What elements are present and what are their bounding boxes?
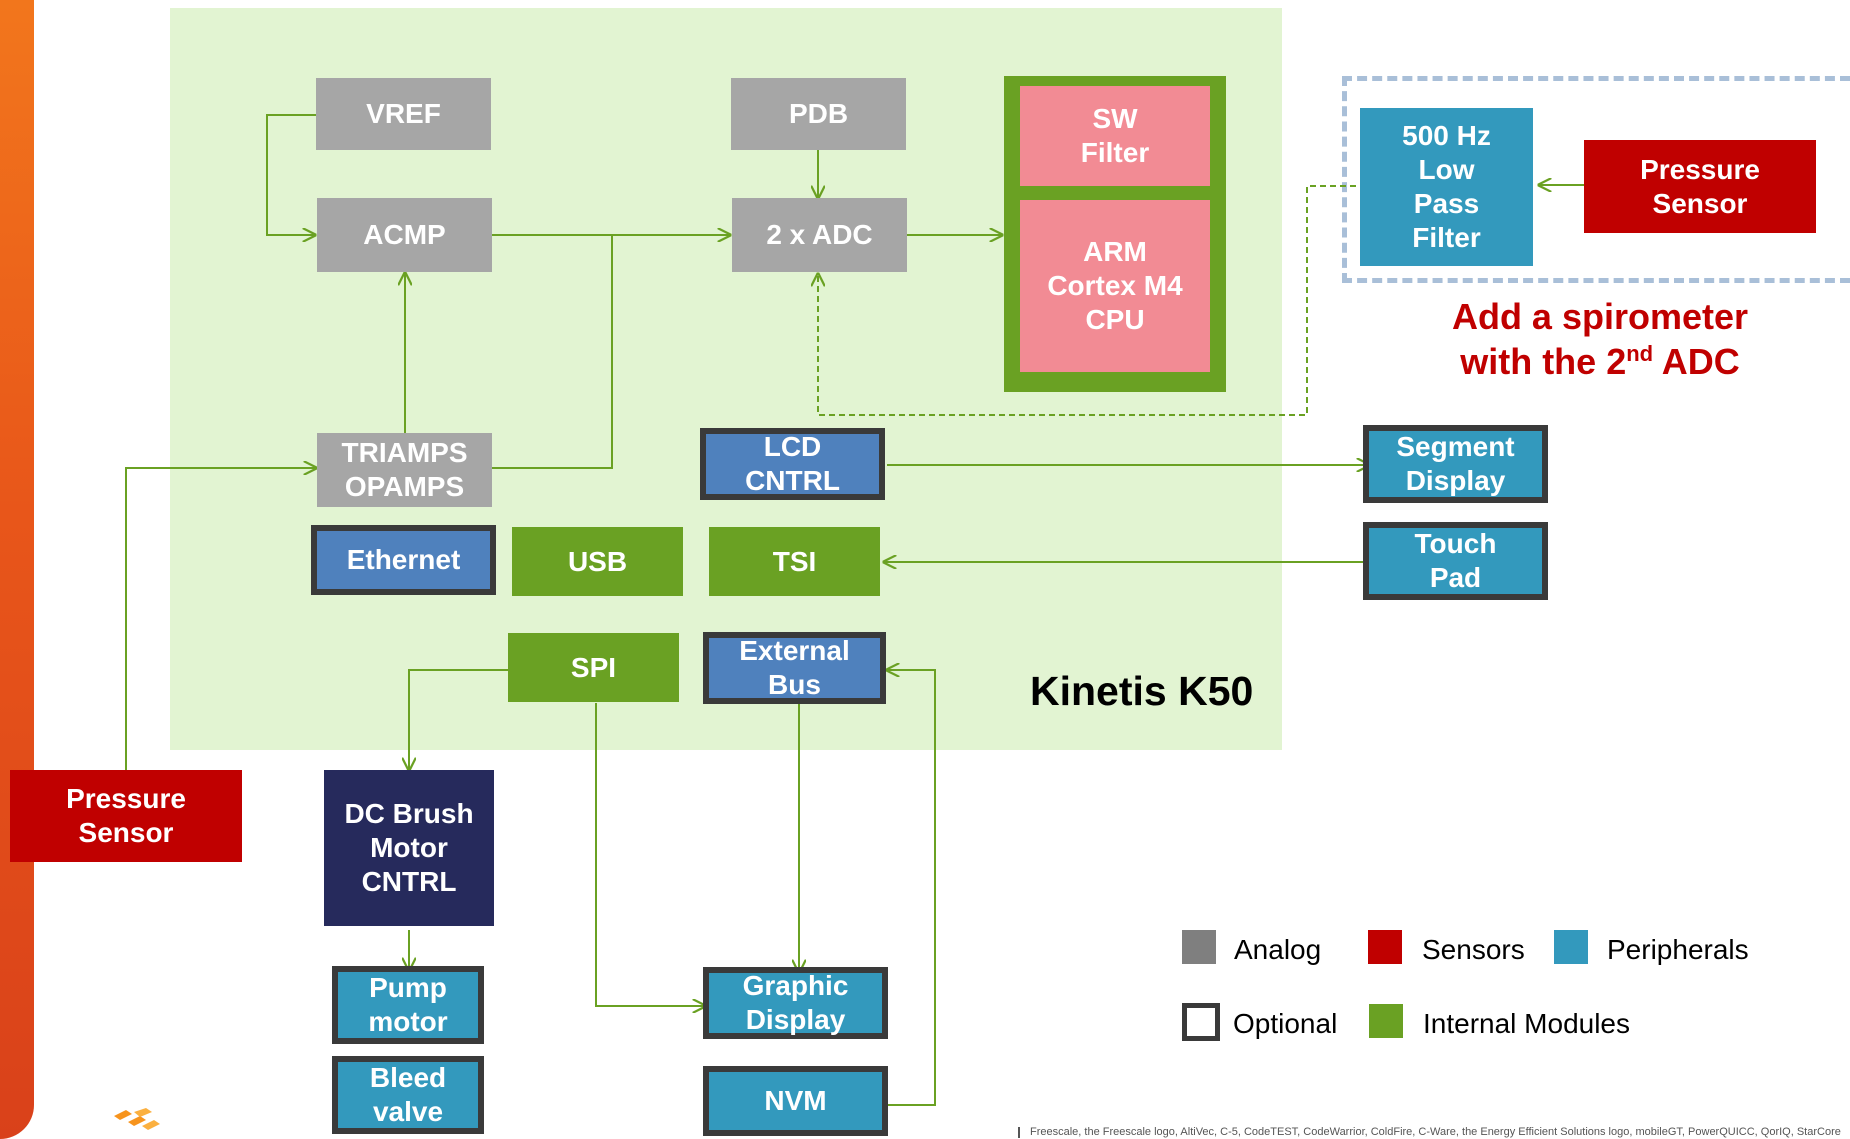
legend-swatch-internal (1369, 1004, 1403, 1038)
legend-sensors: Sensors (1422, 934, 1525, 965)
legend-internal-modules: Internal Modules (1423, 1008, 1631, 1039)
usb-block: USB (512, 527, 683, 596)
legend-analog: Analog (1234, 934, 1322, 965)
orange-sidebar (0, 0, 34, 1139)
wire-spi-motor (409, 669, 510, 770)
legend-swatch-optional (1182, 1003, 1220, 1041)
legend-swatch-analog (1182, 930, 1216, 964)
acmp-block: ACMP (317, 198, 492, 272)
ethernet-block: Ethernet (311, 525, 496, 595)
legend-swatch-peripherals (1554, 930, 1588, 964)
footer-bar (1018, 1127, 1020, 1138)
wire-sensor-triamps (125, 468, 316, 775)
spirometer-dashed-box (1342, 76, 1850, 283)
wire-vref-acmp (266, 114, 316, 235)
nvm-block: NVM (703, 1066, 888, 1136)
wire-lpf-adc-dashed (818, 185, 1366, 416)
vref-block: VREF (316, 78, 491, 150)
legend-swatch-sensors (1368, 930, 1402, 964)
legend-peripherals: Peripherals (1607, 934, 1749, 965)
chip-label: Kinetis K50 (1030, 668, 1254, 714)
footer-trademark-text: Freescale, the Freescale logo, AltiVec, … (1030, 1126, 1841, 1138)
adc-block: 2 x ADC (732, 198, 907, 272)
legend-optional: Optional (1233, 1008, 1338, 1039)
spi-block: SPI (508, 633, 679, 702)
wire-triamps-junction (491, 235, 613, 469)
freescale-logo-icon (114, 1108, 160, 1130)
spirometer-note: Add a spirometer with the 2nd ADC (1451, 296, 1749, 382)
wire-spi-graphic (595, 703, 705, 1006)
pdb-block: PDB (731, 78, 906, 150)
wire-nvm-bus (887, 670, 936, 1106)
tsi-block: TSI (709, 527, 880, 596)
